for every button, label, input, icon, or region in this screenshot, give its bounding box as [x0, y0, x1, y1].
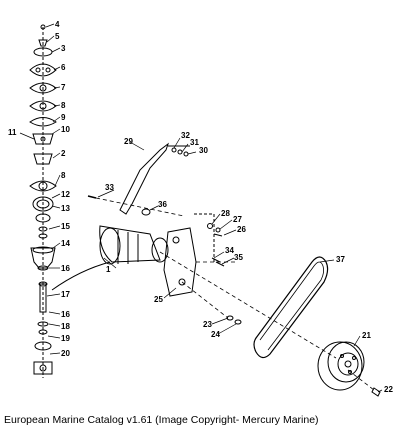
- callout-27: 27: [233, 215, 242, 224]
- left-leader-lines: [19, 23, 61, 355]
- callout-37: 37: [336, 255, 345, 264]
- callout-32: 32: [181, 131, 190, 140]
- mounting-bracket: [163, 227, 197, 297]
- callout-17: 17: [61, 290, 70, 299]
- callout-1: 1: [106, 265, 111, 274]
- callout-8: 8: [61, 101, 66, 110]
- callout-3: 3: [61, 44, 66, 53]
- callout-22: 22: [384, 385, 393, 394]
- callout-16b: 16: [61, 310, 70, 319]
- callout-34: 34: [225, 246, 234, 255]
- callout-10: 10: [61, 125, 70, 134]
- callout-28: 28: [221, 209, 230, 218]
- callout-30: 30: [199, 146, 208, 155]
- callout-6: 6: [61, 63, 66, 72]
- callout-35: 35: [234, 253, 243, 262]
- callout-2: 2: [61, 149, 66, 158]
- starter-motor: [99, 225, 169, 265]
- callout-15: 15: [61, 222, 70, 231]
- exploded-parts-diagram: 4 5 3 6 7 8 9 10 11 2 8 12 13 15 14 16 1…: [8, 20, 393, 397]
- callout-numbers: 4 5 3 6 7 8 9 10 11 2 8 12 13 15 14 16 1…: [8, 20, 393, 394]
- callout-8b: 8: [61, 171, 66, 180]
- callout-25: 25: [154, 295, 163, 304]
- callout-9: 9: [61, 113, 66, 122]
- callout-21: 21: [362, 331, 371, 340]
- pump-parts-stack: [29, 24, 57, 375]
- callout-13: 13: [61, 204, 70, 213]
- callout-12: 12: [61, 190, 70, 199]
- callout-23: 23: [203, 320, 212, 329]
- callout-36: 36: [158, 200, 167, 209]
- callout-33: 33: [105, 183, 114, 192]
- callout-14: 14: [61, 239, 70, 248]
- callout-18: 18: [61, 322, 70, 331]
- callout-16: 16: [61, 264, 70, 273]
- right-leader-lines: [97, 137, 383, 393]
- hose: [51, 261, 111, 291]
- drive-belt: [253, 256, 329, 359]
- callout-26: 26: [237, 225, 246, 234]
- callout-29: 29: [124, 137, 133, 146]
- assembly-lines: [95, 197, 375, 391]
- callout-7: 7: [61, 83, 66, 92]
- callout-11: 11: [8, 128, 17, 137]
- callout-20: 20: [61, 349, 70, 358]
- callout-24: 24: [211, 330, 220, 339]
- callout-5: 5: [55, 32, 60, 41]
- callout-31: 31: [190, 138, 199, 147]
- callout-4: 4: [55, 20, 60, 29]
- lever-arm: [119, 142, 169, 215]
- pulley-bolt: [371, 387, 381, 397]
- image-caption: European Marine Catalog v1.61 (Image Cop…: [4, 414, 319, 426]
- callout-19: 19: [61, 334, 70, 343]
- pulley: [317, 341, 365, 391]
